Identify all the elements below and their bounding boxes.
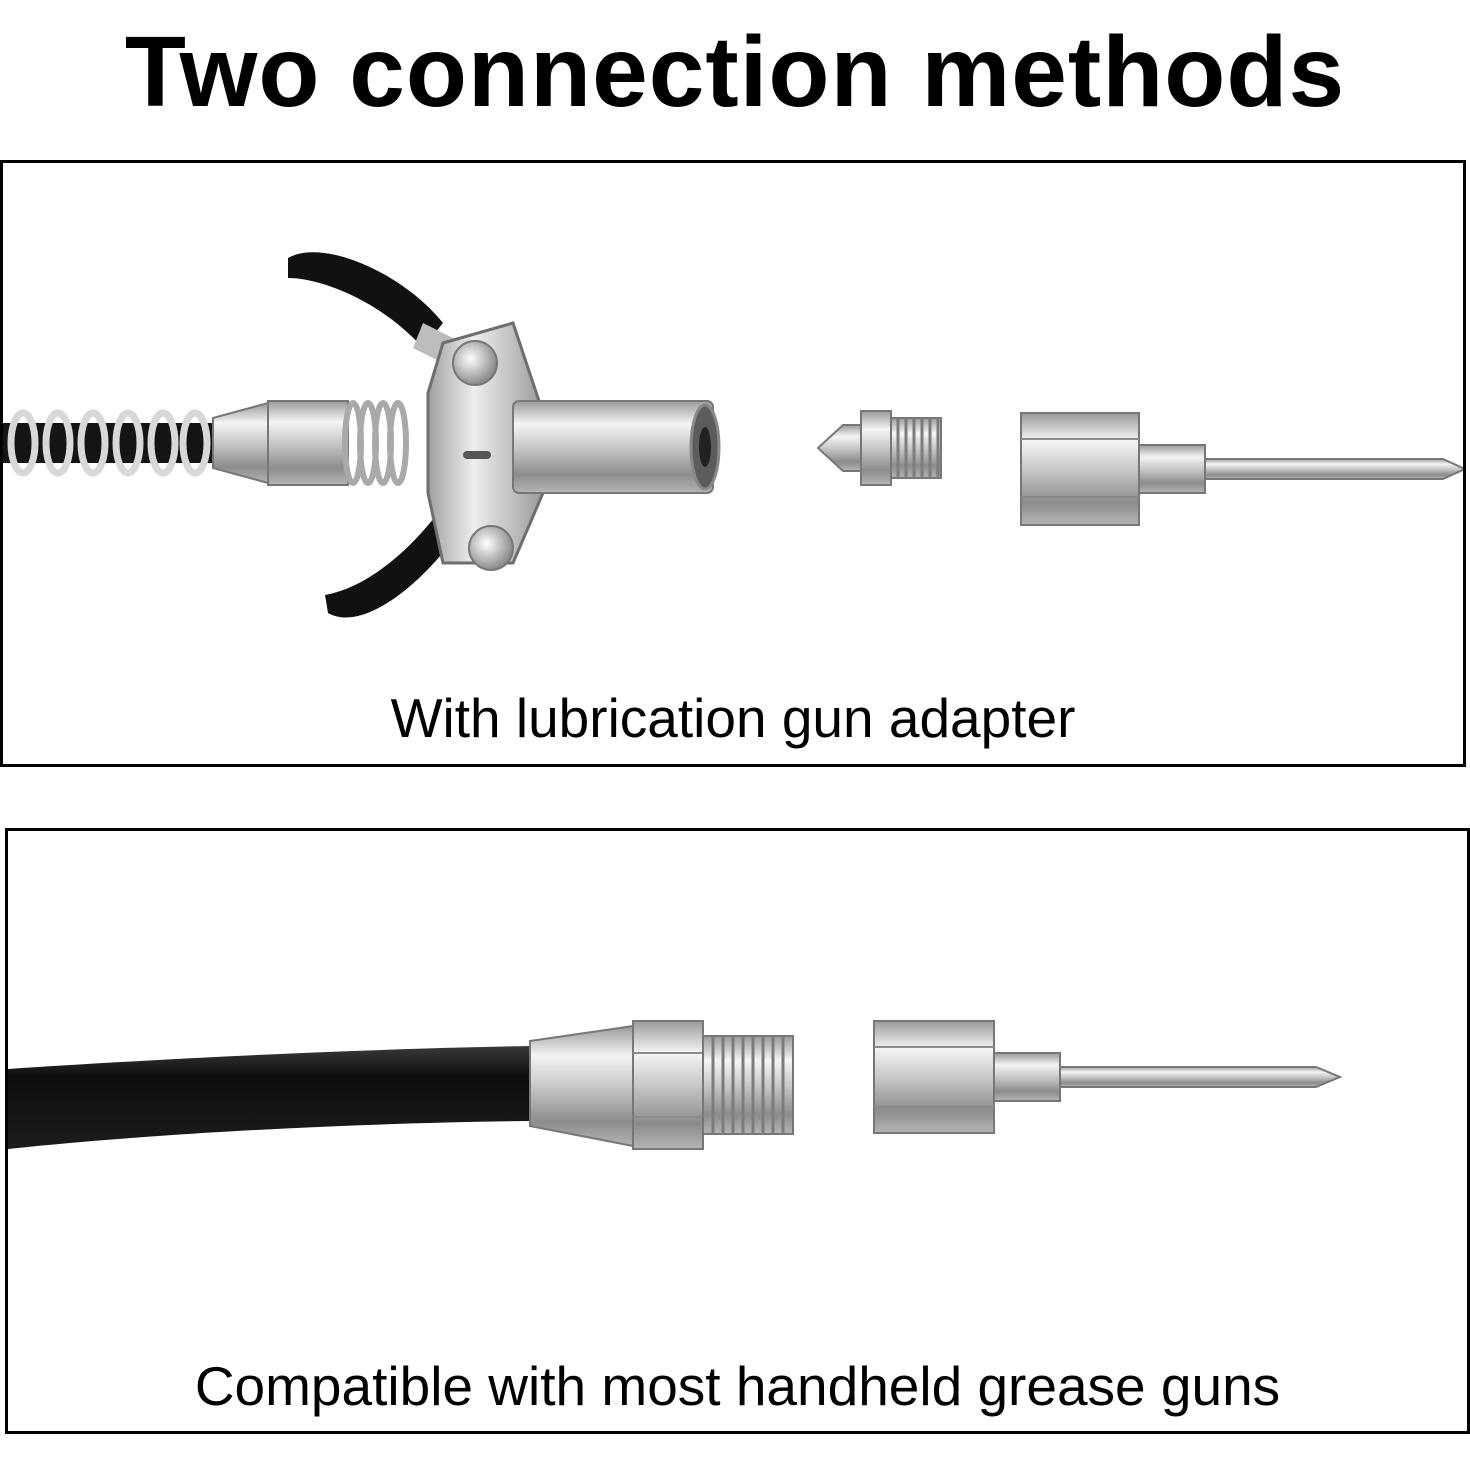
panel-2-illustration xyxy=(8,1020,1343,1150)
grease-hose-icon xyxy=(8,1020,794,1150)
panel-handheld-grease-guns: Compatible with most handheld grease gun… xyxy=(5,828,1470,1434)
panel-lubrication-gun-adapter: With lubrication gun adapter xyxy=(0,160,1466,767)
panel-2-caption: Compatible with most handheld grease gun… xyxy=(194,1355,1281,1417)
page-title: Two connection methods xyxy=(124,16,1346,128)
panel-1-illustration xyxy=(3,252,1463,618)
needle-nozzle-icon xyxy=(1020,412,1463,526)
panel-1-caption: With lubrication gun adapter xyxy=(390,687,1076,749)
grease-fitting-icon xyxy=(816,410,942,486)
needle-nozzle-icon-2 xyxy=(873,1020,1343,1134)
grease-gun-coupler-icon xyxy=(3,252,721,618)
